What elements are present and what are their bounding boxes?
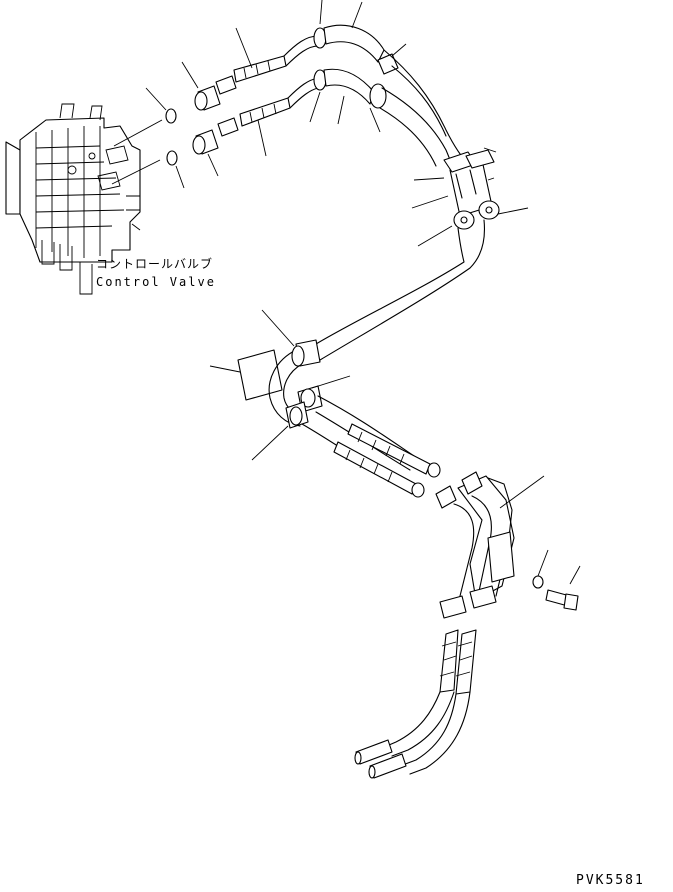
mid-bend-assembly (237, 339, 421, 487)
clamp-assembly (443, 149, 500, 230)
control-valve-assembly (5, 103, 141, 295)
bracket-and-elbows (435, 471, 579, 619)
lower-hoses (333, 423, 441, 498)
upper-hoses (233, 24, 471, 189)
control-valve-label-en: Control Valve (96, 275, 216, 289)
drawing-code: PVK5581 (576, 873, 645, 888)
control-valve-label-jp: コントロールバルブ (96, 257, 214, 271)
leader-lines (111, 0, 581, 585)
bottom-hoses (354, 629, 477, 779)
o-rings-and-adapters (165, 75, 239, 166)
long-pipes (315, 219, 486, 361)
